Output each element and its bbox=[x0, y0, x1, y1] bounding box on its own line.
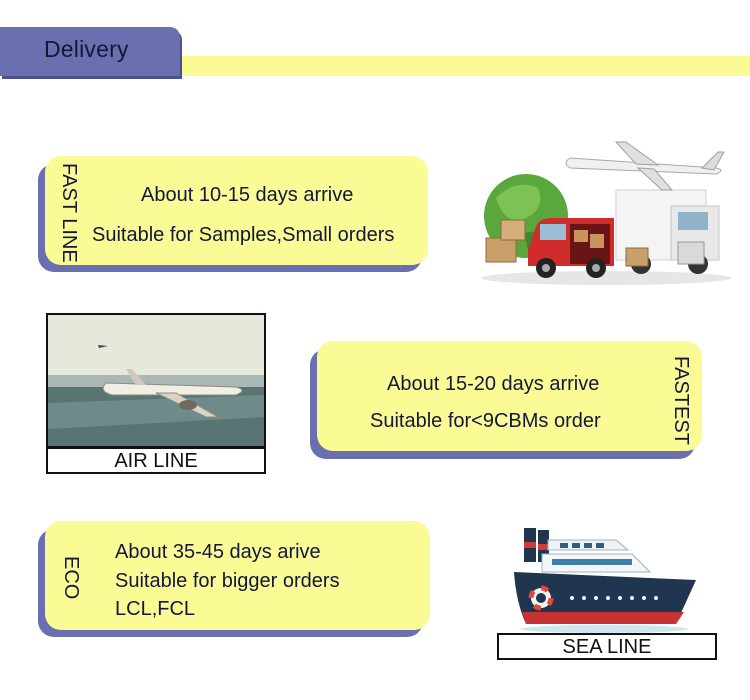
air-line-caption: AIR LINE bbox=[46, 447, 266, 474]
hull-icon bbox=[514, 572, 696, 624]
sea-line-caption: SEA LINE bbox=[497, 633, 717, 660]
ground-shadow bbox=[481, 271, 731, 285]
fast-line-duration: About 10-15 days arrive bbox=[141, 184, 354, 206]
header-tab bbox=[0, 27, 180, 76]
header-underline-bar bbox=[178, 56, 750, 76]
fast-line-tag: FAST LINE bbox=[58, 163, 80, 263]
air-line-card bbox=[317, 341, 702, 451]
fast-line-suitability: Suitable for Samples,Small orders bbox=[92, 224, 395, 246]
air-line-tag: FASTEST bbox=[670, 356, 692, 445]
sea-line-card bbox=[45, 521, 430, 630]
forklift-icon bbox=[677, 241, 705, 265]
cargo-ship-illustration bbox=[514, 528, 696, 633]
airplane-runway-photo bbox=[46, 313, 266, 448]
airplane-icon bbox=[565, 141, 725, 191]
air-line-suitability: Suitable for<9CBMs order bbox=[370, 410, 601, 432]
sea-line-container-types: LCL,FCL bbox=[115, 598, 196, 620]
sea-line-tag: ECO bbox=[60, 556, 82, 600]
page-title: Delivery bbox=[44, 36, 129, 62]
air-line-duration: About 15-20 days arrive bbox=[387, 373, 600, 395]
airliner-icon bbox=[102, 369, 243, 418]
sea-line-duration: About 35-45 days arive bbox=[115, 541, 321, 563]
fast-line-card bbox=[45, 156, 428, 265]
truck-globe-plane-illustration bbox=[481, 141, 731, 285]
sea-line-suitability: Suitable for bigger orders bbox=[115, 570, 340, 592]
box-icon bbox=[485, 237, 517, 263]
